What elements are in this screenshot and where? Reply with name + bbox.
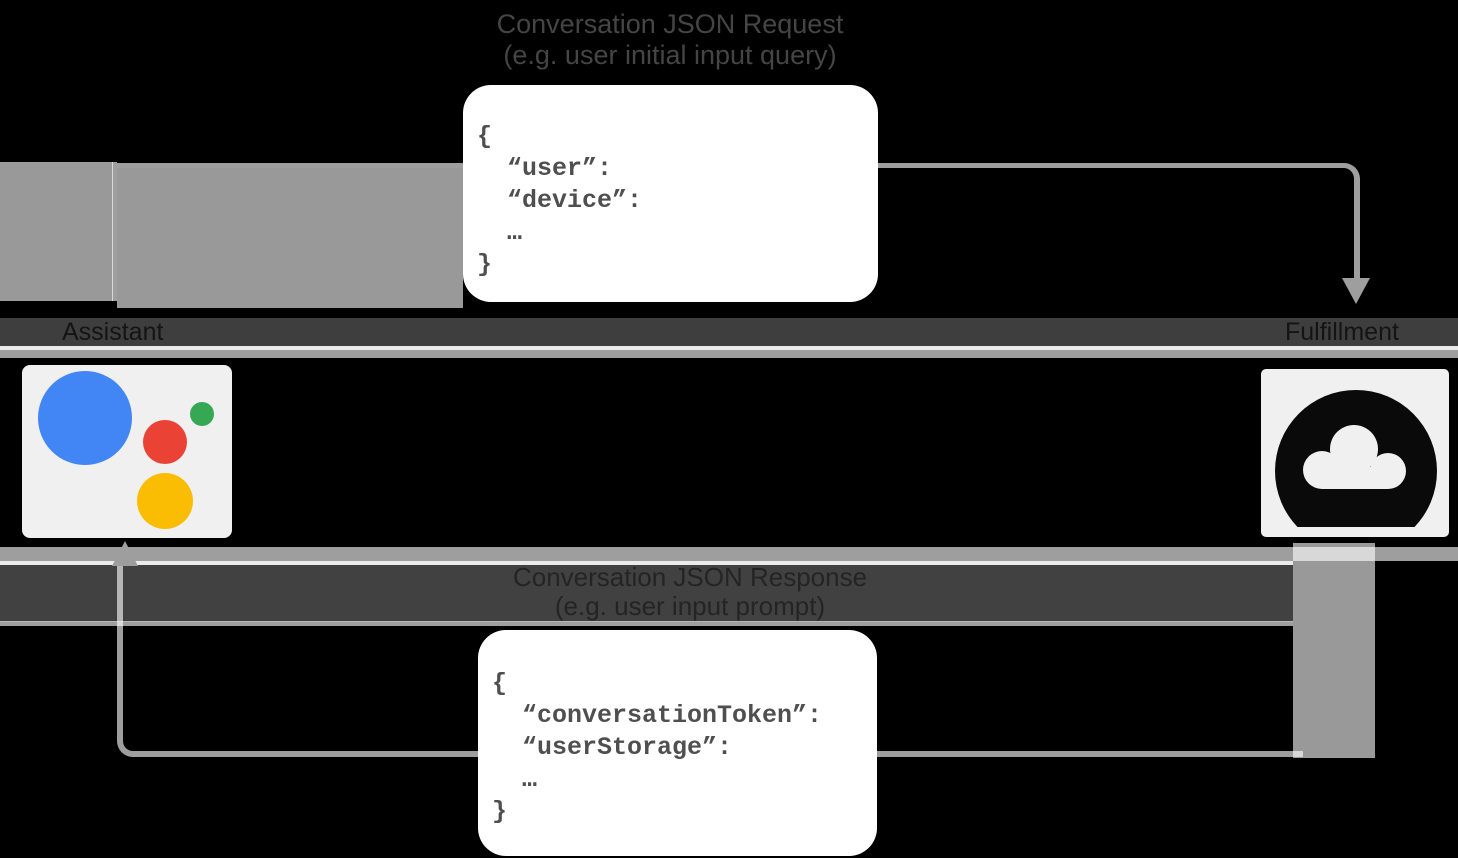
response-json-code: { “conversationToken”: “userStorage”: …} bbox=[478, 630, 877, 828]
request-json-card: { “user”: “device”: …} bbox=[463, 85, 878, 302]
response-arrowhead-icon bbox=[112, 541, 138, 566]
response-ribbon-block-right bbox=[1293, 543, 1375, 758]
response-title-band bbox=[0, 565, 1293, 622]
response-json-card: { “conversationToken”: “userStorage”: …} bbox=[478, 630, 877, 856]
response-title-block: Conversation JSON Response (e.g. user in… bbox=[430, 563, 950, 621]
response-subtitle: (e.g. user input prompt) bbox=[554, 591, 826, 621]
request-ribbon-block-mid bbox=[117, 168, 463, 308]
assistant-label: Assistant bbox=[62, 318, 164, 346]
json-line: “conversationToken”: bbox=[492, 701, 823, 730]
bottom-divider-highlight bbox=[0, 561, 1293, 565]
fulfillment-label: Fulfillment bbox=[1285, 318, 1399, 346]
response-title: Conversation JSON Response bbox=[512, 562, 868, 592]
json-line: … bbox=[492, 765, 538, 794]
request-title: Conversation JSON Request bbox=[496, 9, 844, 39]
top-divider-highlight bbox=[0, 346, 1458, 350]
google-assistant-logo-icon bbox=[38, 371, 214, 529]
response-band-underline bbox=[0, 621, 1293, 626]
json-line: “userStorage”: bbox=[492, 733, 733, 762]
request-json-code: { “user”: “device”: …} bbox=[463, 85, 878, 281]
json-line: } bbox=[492, 797, 508, 826]
assistant-tile bbox=[22, 365, 232, 538]
request-title-block: Conversation JSON Request (e.g. user ini… bbox=[410, 9, 930, 71]
json-line: { bbox=[492, 669, 508, 698]
request-subtitle: (e.g. user initial input query) bbox=[503, 40, 837, 70]
cloud-icon bbox=[1275, 390, 1437, 527]
request-arrowhead-icon bbox=[1342, 278, 1370, 304]
bottom-divider-line bbox=[0, 547, 1458, 561]
json-line: … bbox=[477, 218, 523, 247]
request-ribbon-block-left bbox=[0, 162, 113, 301]
top-divider-line bbox=[0, 350, 1458, 358]
json-line: { bbox=[477, 122, 493, 151]
json-line: } bbox=[477, 250, 493, 279]
fulfillment-tile bbox=[1261, 369, 1449, 537]
json-line: “device”: bbox=[477, 186, 643, 215]
request-ribbon-edge-line bbox=[112, 162, 117, 301]
json-line: “user”: bbox=[477, 154, 613, 183]
actor-label-band bbox=[0, 318, 1458, 346]
